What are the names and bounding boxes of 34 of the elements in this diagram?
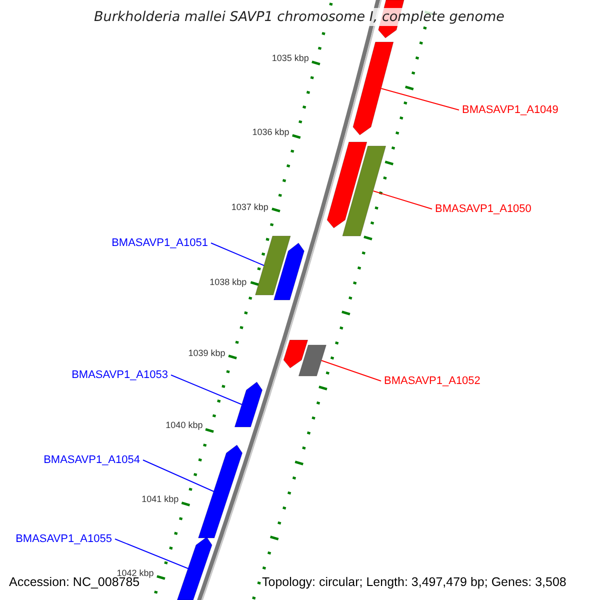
tick-label: 1037 kbp bbox=[231, 202, 268, 213]
tick-label: 1039 kbp bbox=[188, 348, 226, 359]
gene-segment bbox=[234, 382, 263, 428]
gene-segment bbox=[342, 146, 386, 236]
accession-text: Accession: NC_008785 bbox=[9, 575, 140, 590]
leader-line bbox=[210, 242, 264, 266]
tick-label: 1036 kbp bbox=[252, 127, 290, 138]
gene-label: BMASAVP1_A1053 bbox=[72, 368, 168, 382]
gene-segment bbox=[198, 444, 243, 538]
gene-label: BMASAVP1_A1052 bbox=[384, 374, 480, 388]
leader-line bbox=[372, 190, 432, 210]
gene-segment bbox=[176, 536, 212, 600]
gene-segment bbox=[352, 42, 394, 136]
gene-label: BMASAVP1_A1051 bbox=[112, 236, 208, 250]
gene-segment bbox=[298, 344, 326, 376]
gene-label: BMASAVP1_A1050 bbox=[435, 202, 532, 216]
tick-label: 1041 kbp bbox=[142, 494, 179, 505]
leader-line bbox=[142, 460, 214, 492]
leader-line bbox=[170, 374, 242, 405]
leader-line bbox=[380, 88, 460, 110]
tick-label: 1035 kbp bbox=[272, 53, 309, 64]
gene-segment bbox=[326, 142, 368, 228]
genome-info-text: Topology: circular; Length: 3,497,479 bp; Genes: 3,508 bbox=[262, 574, 566, 590]
gene-label: BMASAVP1_A1049 bbox=[462, 103, 558, 117]
gene-label: BMASAVP1_A1054 bbox=[44, 453, 140, 467]
gene-segment bbox=[274, 242, 304, 300]
tick-label: 1038 kbp bbox=[210, 277, 247, 288]
leader-line bbox=[320, 360, 382, 382]
tick-label: 1042 kbp bbox=[116, 568, 154, 578]
leader-line bbox=[114, 538, 189, 569]
tick-label: 1040 kbp bbox=[166, 420, 203, 431]
gene-segment bbox=[283, 340, 308, 368]
gene-segment bbox=[255, 236, 291, 296]
gene-label: BMASAVP1_A1055 bbox=[16, 532, 112, 546]
